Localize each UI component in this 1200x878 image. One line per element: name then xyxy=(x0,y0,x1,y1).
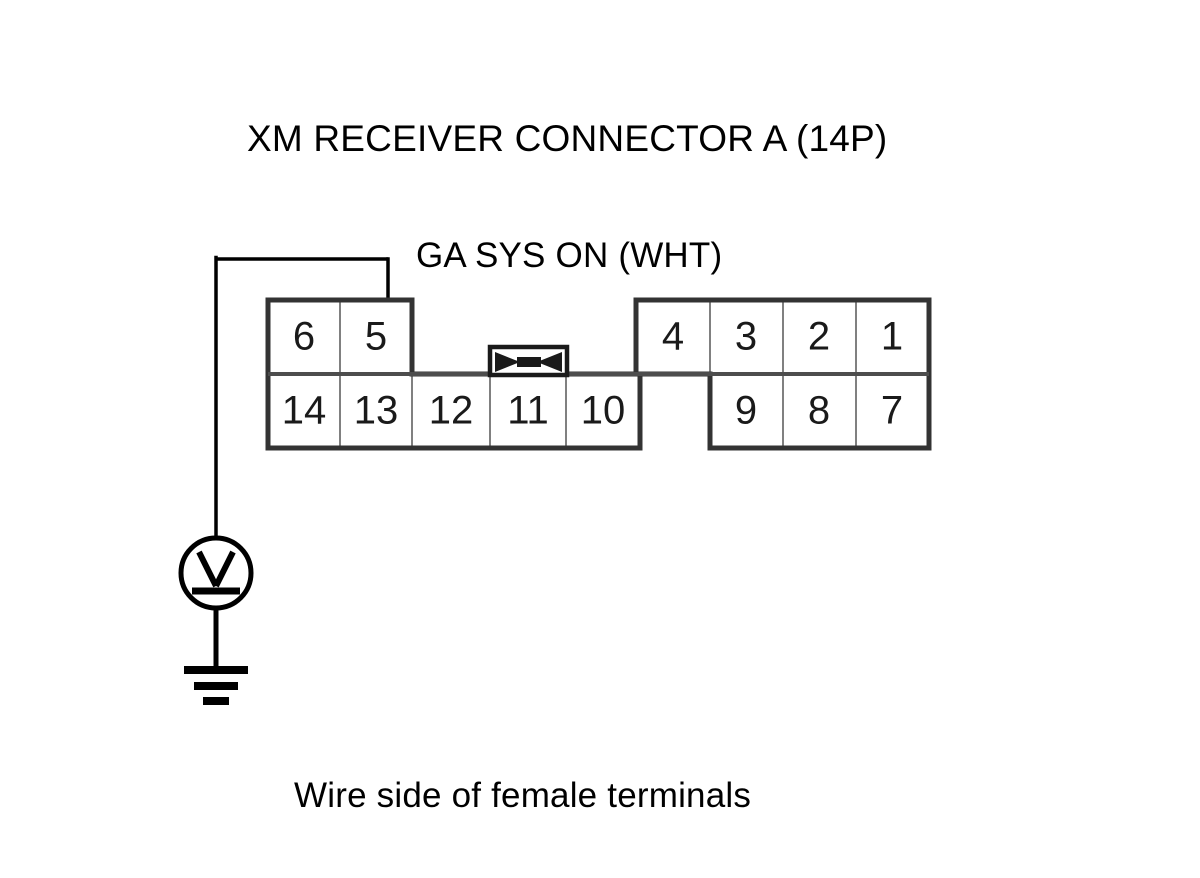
pin-label-10: 10 xyxy=(581,389,626,433)
signal-label: GA SYS ON (WHT) xyxy=(416,236,723,275)
voltmeter-circle xyxy=(178,535,254,611)
connector-cells xyxy=(267,299,930,449)
keying-notch xyxy=(487,344,570,378)
pin-label-1: 1 xyxy=(881,315,903,359)
page-title: XM RECEIVER CONNECTOR A (14P) xyxy=(247,118,888,159)
notch-center-bar xyxy=(517,357,541,367)
figure-caption: Wire side of female terminals xyxy=(294,776,752,815)
notch-wing-right xyxy=(537,352,562,372)
pin-label-11: 11 xyxy=(507,389,549,433)
pin-number-labels: 6 5 4 3 2 1 14 13 12 11 10 9 8 7 xyxy=(282,315,903,433)
pin-label-5: 5 xyxy=(365,315,387,359)
pin-label-7: 7 xyxy=(881,389,903,433)
pin-label-8: 8 xyxy=(808,389,830,433)
pin-label-4: 4 xyxy=(662,315,684,359)
voltmeter-v-symbol xyxy=(196,550,236,588)
pin-label-2: 2 xyxy=(808,315,830,359)
pin-label-12: 12 xyxy=(429,389,474,433)
pin-label-3: 3 xyxy=(735,315,757,359)
pin-label-6: 6 xyxy=(293,315,315,359)
pin-cell-12 xyxy=(411,373,491,449)
notch-wing-left xyxy=(495,352,520,372)
ground-symbol xyxy=(184,666,248,705)
pin-label-9: 9 xyxy=(735,389,757,433)
pin-label-13: 13 xyxy=(354,389,399,433)
pin-label-14: 14 xyxy=(282,389,327,433)
pin-cell-empty xyxy=(636,374,710,448)
